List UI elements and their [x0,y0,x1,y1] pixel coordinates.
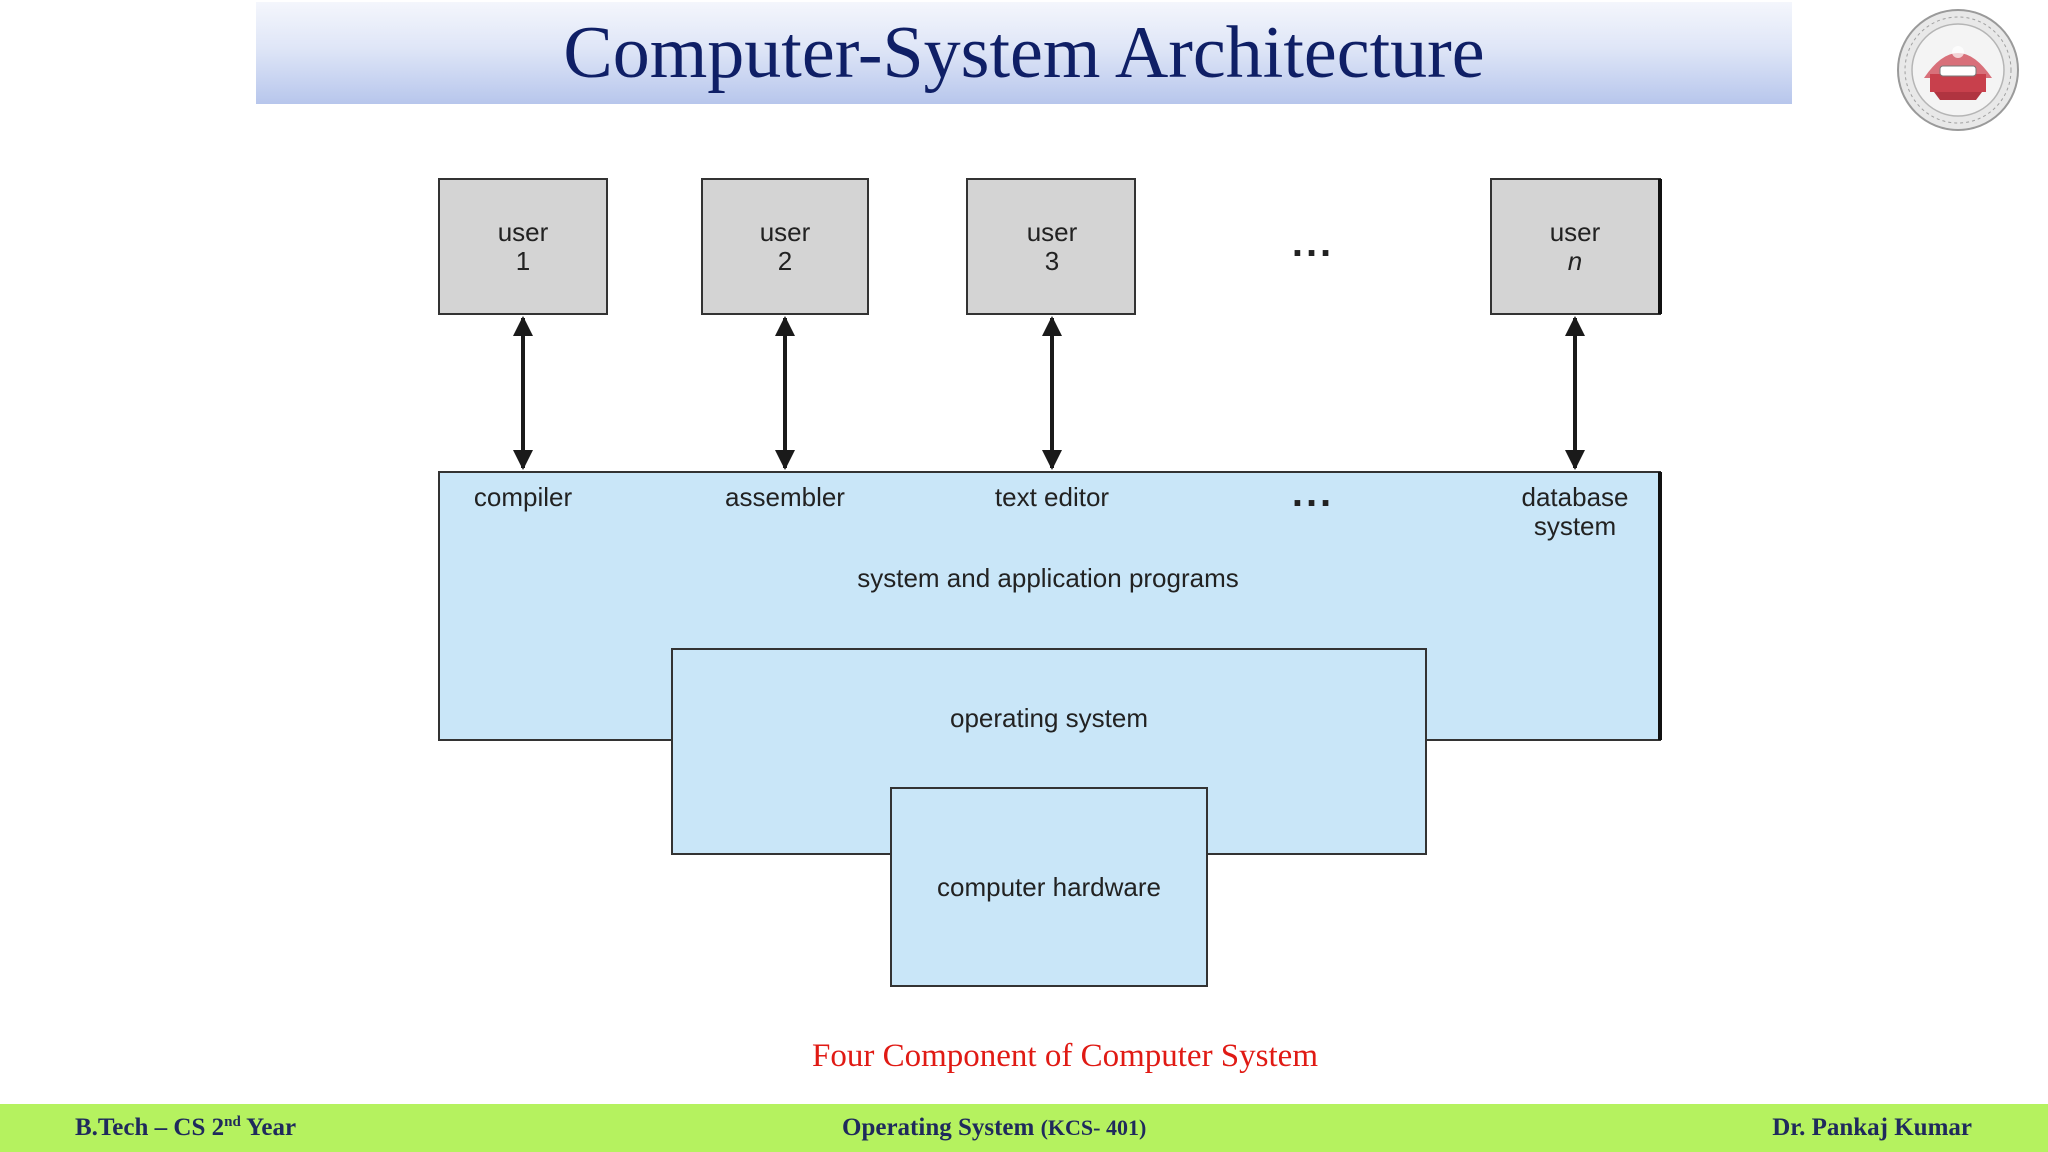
footer-author: Dr. Pankaj Kumar [1772,1114,1972,1141]
user-1-number: 1 [516,246,530,276]
user-2-number: 2 [778,246,792,276]
user-3-number: 3 [1045,246,1059,276]
program-database-line1: database [1522,482,1629,512]
program-text-editor: text editor [995,482,1110,512]
user-2-label: user [760,217,811,247]
layer-os-label: operating system [950,703,1148,733]
program-assembler: assembler [725,482,845,512]
footer-subject-name: Operating System [842,1114,1035,1141]
layer-hardware [890,787,1208,987]
program-compiler: compiler [474,482,573,512]
user-n-number: n [1568,246,1582,276]
user-n-label: user [1550,217,1601,247]
layer-programs-label: system and application programs [857,563,1239,593]
footer-course-sup: nd [224,1114,241,1130]
footer-bar: B.Tech – CS 2nd Year Operating System (K… [0,1104,2048,1152]
user-1-label: user [498,217,549,247]
university-seal-logo [1897,9,2019,131]
user-box-2 [701,178,869,315]
program-ellipsis: ... [1292,471,1334,515]
user-3-label: user [1027,217,1078,247]
program-database-line2: system [1534,511,1616,541]
footer-course-suffix: Year [240,1114,297,1141]
figure-caption: Four Component of Computer System [812,1038,1318,1074]
user-ellipsis: ... [1292,221,1334,265]
layer-hardware-label: computer hardware [937,872,1161,902]
footer-course-prefix: B.Tech – CS 2 [75,1114,225,1141]
user-box-n [1490,178,1661,315]
slide-title: Computer-System Architecture [563,11,1485,94]
user-box-1 [438,178,608,315]
footer-subject: Operating System (KCS- 401) [842,1114,1146,1142]
footer-subject-code: (KCS- 401) [1040,1115,1147,1140]
footer-course: B.Tech – CS 2nd Year [75,1114,296,1142]
slide-title-bar: Computer-System Architecture [256,2,1792,104]
user-box-3 [966,178,1136,315]
